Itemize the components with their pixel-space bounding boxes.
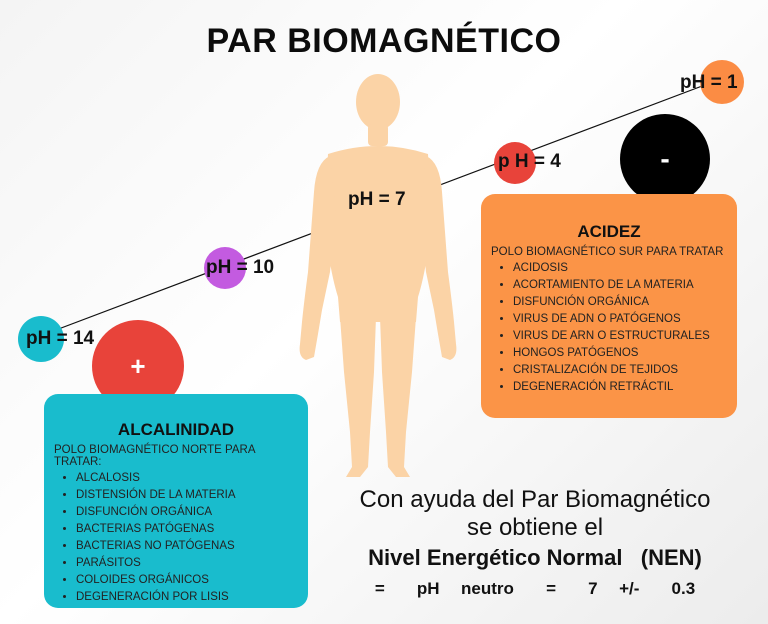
ph4-label: p H = 4 [498,151,561,172]
ph1-dot [700,60,744,104]
ph4-dot [494,142,536,184]
minus-icon: - [660,143,670,174]
ph10-dot [204,247,246,289]
ph10-label: pH = 10 [206,257,275,278]
ph14-dot [18,316,64,362]
human-body-figure [299,74,457,477]
ph7-label: pH = 7 [348,189,406,210]
nen-line-1: Con ayuda del Par Biomagnético [359,486,711,513]
ph14-label: pH = 14 [26,328,95,349]
acidez-title: ACIDEZ [577,222,641,241]
list-item: ACIDOSIS [513,260,727,277]
list-item: DISFUNCIÓN ORGÁNICA [513,294,727,311]
list-item: ALCALOSIS [76,470,298,487]
list-item: DISFUNCIÓN ORGÁNICA [76,504,298,521]
ph1-label: pH = 1 [680,72,738,93]
alcalinidad-title: ALCALINIDAD [117,420,235,439]
list-item: COLOIDES ORGÁNICOS [76,572,298,589]
list-item: CRISTALIZACIÓN DE TEJIDOS [513,362,727,379]
list-item: PARÁSITOS [76,555,298,572]
list-item: VIRUS DE ADN O PATÓGENOS [513,311,727,328]
nen-description: Con ayuda del Par Biomagnético se obtien… [300,486,768,599]
list-item: ACORTAMIENTO DE LA MATERIA [513,277,727,294]
plus-icon: + [130,350,146,381]
list-item: DEGENERACIÓN RETRÁCTIL [513,379,727,396]
nen-ph-neutral: = pH neutro = 7 +/- 0.3 [374,579,696,598]
acidez-list: ACIDOSIS ACORTAMIENTO DE LA MATERIA DISF… [491,260,727,396]
nen-line-3: Nivel Energético Normal (NEN) [368,545,702,570]
list-item: DEGENERACIÓN POR LISIS [76,589,298,606]
list-item: HONGOS PATÓGENOS [513,345,727,362]
page-title: PAR BIOMAGNÉTICO [206,22,562,60]
negative-pole: - [620,114,710,204]
list-item: VIRUS DE ARN O ESTRUCTURALES [513,328,727,345]
list-item: BACTERIAS PATÓGENAS [76,521,298,538]
alcalinidad-list: ALCALOSIS DISTENSIÓN DE LA MATERIA DISFU… [54,470,298,606]
alcalinidad-subtitle: POLO BIOMAGNÉTICO NORTE PARA TRATAR: [54,444,255,468]
alcalinidad-panel: ALCALINIDAD POLO BIOMAGNÉTICO NORTE PARA… [44,394,308,608]
list-item: DISTENSIÓN DE LA MATERIA [76,487,298,504]
acidez-panel: ACIDEZ POLO BIOMAGNÉTICO SUR PARA TRATAR… [481,194,737,418]
nen-line-2: se obtiene el [466,514,604,541]
acidez-subtitle: POLO BIOMAGNÉTICO SUR PARA TRATAR [491,246,724,258]
list-item: BACTERIAS NO PATÓGENAS [76,538,298,555]
